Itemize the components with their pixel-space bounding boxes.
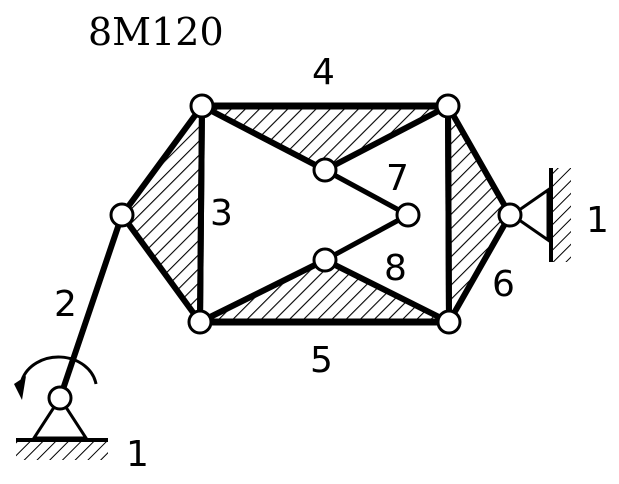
joint (109, 202, 135, 228)
link-3 (119, 103, 205, 325)
link-2 (57, 214, 125, 399)
label-link-5: 5 (310, 340, 333, 381)
joint (47, 385, 73, 411)
label-ground-right: 1 (586, 200, 609, 241)
link-4 (200, 102, 450, 173)
label-link-3: 3 (210, 193, 233, 234)
joint (187, 309, 213, 335)
label-ground-left: 1 (126, 434, 149, 475)
joints (47, 93, 523, 411)
joint (189, 93, 215, 119)
diagram-title: 8M120 (88, 10, 224, 54)
ground-support-right (509, 168, 571, 262)
joint (312, 157, 338, 183)
joint (435, 93, 461, 119)
label-link-2: 2 (54, 284, 77, 325)
label-link-4: 4 (312, 52, 335, 93)
ground-support-left (16, 395, 108, 460)
rotation-arrow-icon (14, 355, 98, 400)
joint (497, 202, 523, 228)
label-link-8: 8 (384, 248, 407, 289)
joint (436, 309, 462, 335)
label-link-7: 7 (386, 158, 409, 199)
link-8 (323, 212, 410, 263)
link-6 (445, 103, 513, 325)
joint (395, 202, 421, 228)
link-7 (323, 167, 410, 218)
link-5 (198, 257, 451, 326)
joint (312, 247, 338, 273)
label-link-6: 6 (492, 264, 515, 305)
